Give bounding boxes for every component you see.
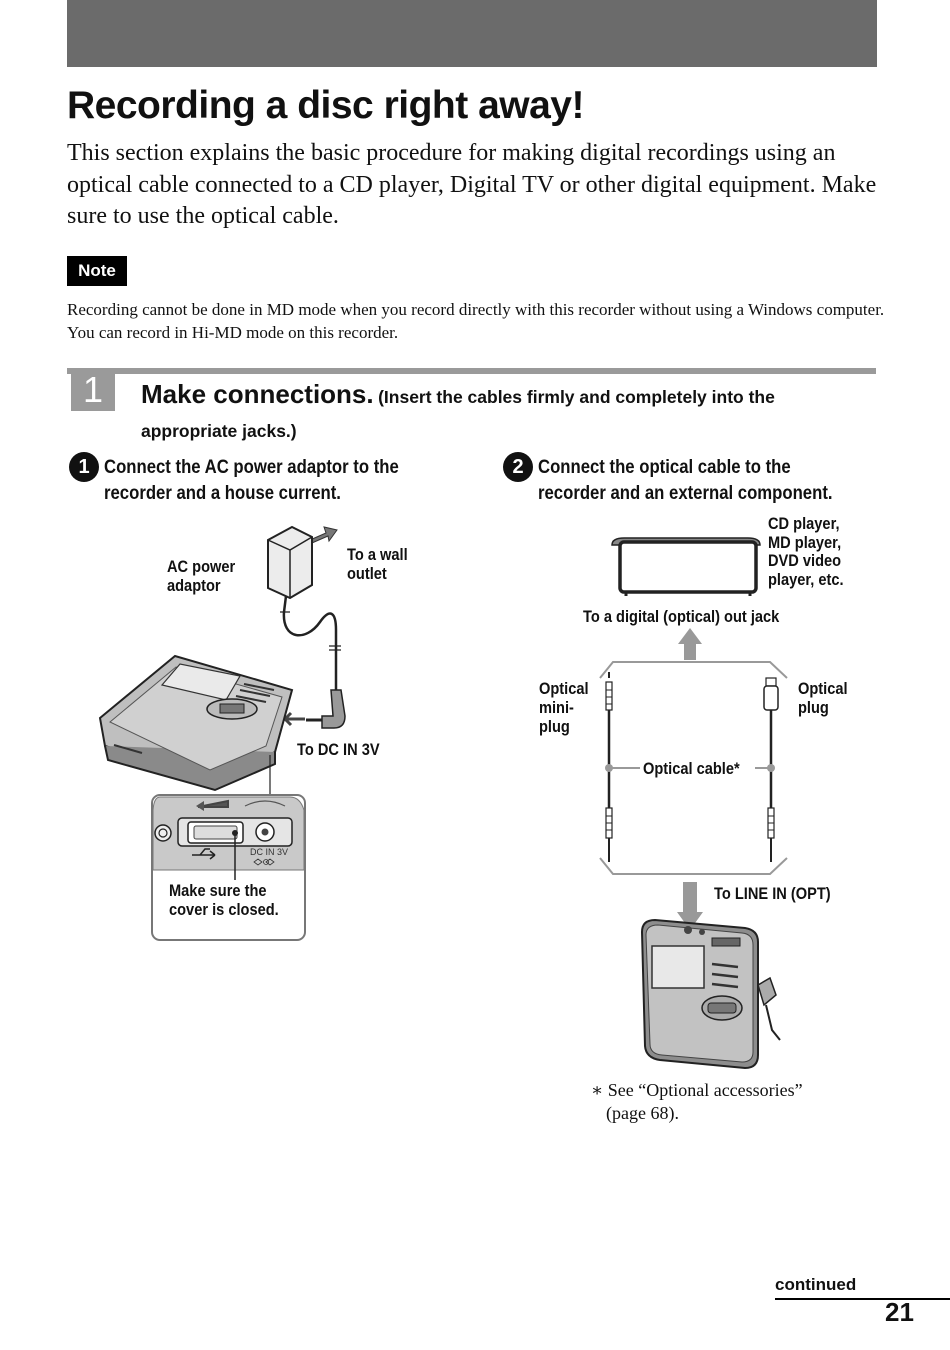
polarity-symbol bbox=[253, 858, 275, 866]
jack-label: DC IN 3V bbox=[250, 847, 288, 857]
footnote-line2: (page 68). bbox=[606, 1103, 679, 1123]
step-title-sub: (Insert the cables firmly and completely… bbox=[141, 387, 775, 441]
note-label: Note bbox=[67, 256, 127, 286]
up-arrow bbox=[678, 628, 702, 660]
dc-in-detail-box bbox=[151, 794, 306, 941]
label-line-in: To LINE IN (OPT) bbox=[714, 884, 831, 903]
substep-2-number: 2 bbox=[503, 452, 533, 482]
footnote: ∗ See “Optional accessories” (page 68). bbox=[591, 1079, 803, 1125]
label-wall-2: outlet bbox=[347, 564, 387, 583]
label-cover-1: Make sure the bbox=[169, 881, 267, 900]
dc-plug bbox=[321, 689, 346, 729]
label-plug-2: plug bbox=[798, 698, 829, 717]
header-bar bbox=[67, 0, 877, 67]
optical-cable-left bbox=[605, 672, 613, 862]
adaptor-cable bbox=[282, 595, 338, 690]
label-ac-1: AC power bbox=[167, 557, 236, 576]
recorder-right bbox=[640, 918, 781, 1070]
label-mini-3: plug bbox=[539, 717, 570, 736]
label-digital-out: To a digital (optical) out jack bbox=[583, 607, 780, 626]
continued-rule bbox=[775, 1298, 950, 1300]
label-mini-2: mini- bbox=[539, 698, 574, 717]
cable-dot-left bbox=[605, 764, 613, 772]
page-title: Recording a disc right away! bbox=[67, 84, 584, 127]
footnote-line1: ∗ See “Optional accessories” bbox=[591, 1080, 803, 1100]
label-optical-cable: Optical cable* bbox=[643, 759, 740, 778]
substep-1-line1: Connect the AC power adaptor to the bbox=[104, 457, 399, 478]
down-arrow bbox=[677, 882, 703, 930]
step-rule bbox=[67, 368, 876, 374]
ac-adaptor bbox=[267, 525, 313, 600]
intro-paragraph: This section explains the basic procedur… bbox=[67, 140, 877, 229]
usb-icon bbox=[192, 848, 216, 860]
bracket-top bbox=[599, 661, 788, 679]
substep-2-line1: Connect the optical cable to the bbox=[538, 457, 791, 478]
substep-2-line2: recorder and an external component. bbox=[538, 483, 833, 504]
continued-label: continued bbox=[775, 1275, 857, 1294]
label-dc-in: To DC IN 3V bbox=[297, 740, 380, 759]
label-mini-1: Optical bbox=[539, 679, 589, 698]
label-wall-1: To a wall bbox=[347, 545, 408, 564]
cable-break-marks bbox=[280, 611, 341, 651]
note-text: Recording cannot be done in MD mode when… bbox=[67, 300, 885, 342]
cable-dot-right bbox=[767, 764, 775, 772]
step-number-box: 1 bbox=[71, 368, 115, 411]
label-cd-2: MD player, bbox=[768, 533, 842, 552]
step-title: Make connections. (Insert the cables fir… bbox=[141, 378, 871, 449]
recorder-left bbox=[98, 654, 294, 792]
label-cd-4: player, etc. bbox=[768, 570, 844, 589]
label-cd-3: DVD video bbox=[768, 551, 842, 570]
wall-arrow bbox=[309, 526, 338, 544]
label-plug-1: Optical bbox=[798, 679, 848, 698]
step-title-main: Make connections. bbox=[141, 379, 374, 409]
dc-in-arrow bbox=[281, 711, 305, 727]
label-ac-2: adaptor bbox=[167, 576, 221, 595]
substep-1-number: 1 bbox=[69, 452, 99, 482]
external-component bbox=[611, 537, 761, 596]
substep-1-line2: recorder and a house current. bbox=[104, 483, 341, 504]
bracket-bottom bbox=[599, 857, 788, 875]
optical-cable-right bbox=[763, 677, 779, 862]
label-cd-1: CD player, bbox=[768, 514, 840, 533]
label-cover-2: cover is closed. bbox=[169, 900, 279, 919]
page-number: 21 bbox=[885, 1297, 914, 1327]
